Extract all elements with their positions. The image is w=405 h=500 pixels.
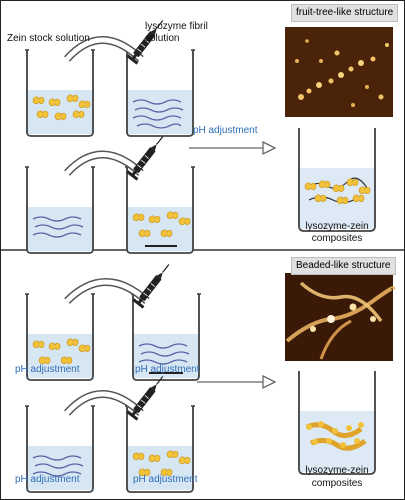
beaker-zein-stock [24,49,96,137]
beaker-fibril-3 [130,293,202,381]
ph-adjustment-label: pH adjustment [15,364,80,375]
beaker-composite-bottom [298,370,376,475]
beaker-composite-top [298,127,376,232]
beaker-fibril-4 [24,405,96,493]
ph-adjustment-label: pH adjustment [135,364,200,375]
beaker-lysozyme-fibril [124,49,196,137]
composite-label-1: lysozyme-zein [305,221,369,232]
ph-adjustment-label: pH adjustment [133,474,198,485]
composite-label-2: composites [311,233,363,244]
process-arrow [197,374,277,390]
zein-stock-label: Zein stock solution [7,33,90,44]
afm-image-beaded [285,273,396,361]
structure-title: fruit-tree-like structure [291,4,399,22]
composite-label-1: lysozyme-zein [305,465,369,476]
lysozyme-fibril-label-2: solution [145,33,180,44]
afm-image-fruit-tree [285,27,393,117]
ph-adjustment-label: pH adjustment [15,474,80,485]
beaker-fibril-2 [24,166,96,254]
ph-adjustment-label: pH adjustment [193,125,258,136]
composite-label-2: composites [311,478,363,489]
beaker-zein-2 [124,166,196,254]
process-arrow [189,140,277,156]
structure-title: Beaded-like structure [291,257,396,275]
lysozyme-fibril-label-1: lysozyme fibril [145,21,208,32]
